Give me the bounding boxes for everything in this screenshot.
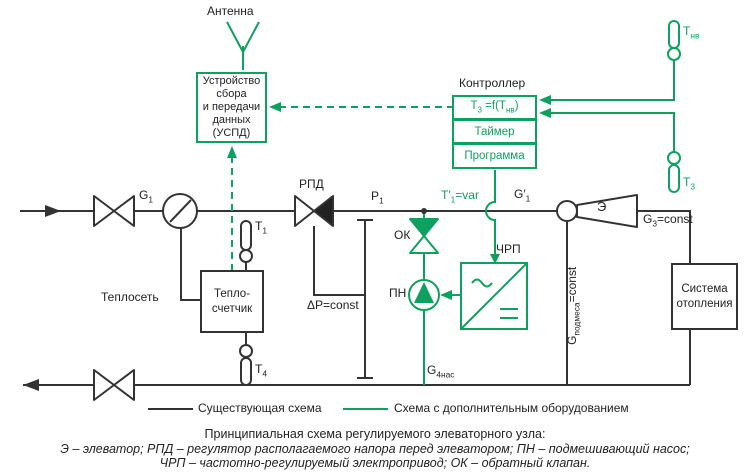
branch-junction-dot xyxy=(421,208,427,214)
heat-meter-box: Тепло-счетчик xyxy=(200,270,264,333)
rpd-valve-icon xyxy=(294,195,334,227)
chrp-symbol-icon xyxy=(460,262,528,330)
caption-abbrev-line1: Э – элеватор; РПД – регулятор располагае… xyxy=(60,442,690,456)
g3-const-label: G3=const xyxy=(643,212,693,229)
flowmeter-to-meter-line xyxy=(180,228,200,301)
supply-to-system-pipe xyxy=(637,210,691,263)
controller-row-program: Программа xyxy=(452,143,537,169)
arrow-t3-into-controller-icon xyxy=(539,108,551,118)
return-valve-icon xyxy=(93,369,135,401)
arrow-into-uspd-left-icon xyxy=(269,102,281,112)
caption-abbrev-line2: ЧРП – частотно-регулируемый электроприво… xyxy=(159,456,591,470)
elevator-icon xyxy=(556,194,638,228)
dp-tap-line xyxy=(357,219,373,379)
caption-title: Принципиальная схема регулируемого элева… xyxy=(204,427,546,441)
rpd-impulse-line xyxy=(313,226,365,296)
tnv-signal-line xyxy=(547,61,675,101)
t4-sensor-icon xyxy=(239,344,253,386)
antenna-label: Антенна xyxy=(207,4,254,18)
teploset-label: Теплосеть xyxy=(101,290,159,304)
arrow-into-chrp-icon xyxy=(490,254,500,264)
tnv-label: Tнв xyxy=(683,24,700,41)
dp-const-label: ΔP=const xyxy=(307,298,359,312)
t3-sensor-icon xyxy=(667,151,681,193)
tnv-sensor-icon xyxy=(667,20,681,61)
supply-flow-arrow-icon xyxy=(45,205,61,217)
controller-row-timer: Таймер xyxy=(452,119,537,144)
g1-prime-label: G′1 xyxy=(514,187,531,204)
green-lines xyxy=(226,21,675,385)
t1-var-label: T′1=var xyxy=(441,188,479,205)
legend-existing-label: Существующая схема xyxy=(198,401,322,415)
controller-row1-label: T3 =f(Tнв) xyxy=(470,100,519,115)
antenna-icon xyxy=(226,21,260,70)
arrow-into-uspd-bottom-icon xyxy=(227,146,237,158)
mixing-pump-icon xyxy=(408,279,440,311)
g4-nas-label: G4нас xyxy=(427,363,455,380)
t3-signal-line xyxy=(547,112,675,152)
heat-meter-label: Тепло-счетчик xyxy=(211,288,253,315)
legend-additional-label: Схема с дополнительным оборудованием xyxy=(394,401,629,415)
check-valve-icon xyxy=(409,218,439,254)
flow-meter-icon xyxy=(162,193,198,229)
t3-label: T3 xyxy=(683,175,696,192)
g1-label: G1 xyxy=(139,188,154,205)
g-podmes-label: Gподмеса=const xyxy=(565,266,582,345)
controller-row3-label: Программа xyxy=(464,150,525,162)
t1-sensor-icon xyxy=(239,220,253,263)
chrp-label: ЧРП xyxy=(496,242,521,256)
elevator-label: Э xyxy=(597,199,607,214)
ok-label: ОК xyxy=(394,228,411,242)
controller-title: Контроллер xyxy=(459,76,526,90)
t4-label: T4 xyxy=(255,362,268,379)
green-arrowheads xyxy=(227,95,551,300)
controller-row-t3-function: T3 =f(Tнв) xyxy=(452,95,537,120)
supply-valve-icon xyxy=(93,195,135,227)
return-flow-arrow-icon xyxy=(23,379,39,391)
arrow-into-pump-icon xyxy=(440,290,452,300)
controller-row2-label: Таймер xyxy=(474,125,515,138)
rpd-label: РПД xyxy=(299,177,324,191)
arrow-tnv-into-controller-icon xyxy=(539,95,551,105)
t1-label: T1 xyxy=(255,219,268,236)
controller-to-chrp-line xyxy=(485,170,496,256)
pn-label: ПН xyxy=(389,286,407,300)
p1-label: P1 xyxy=(371,189,384,206)
